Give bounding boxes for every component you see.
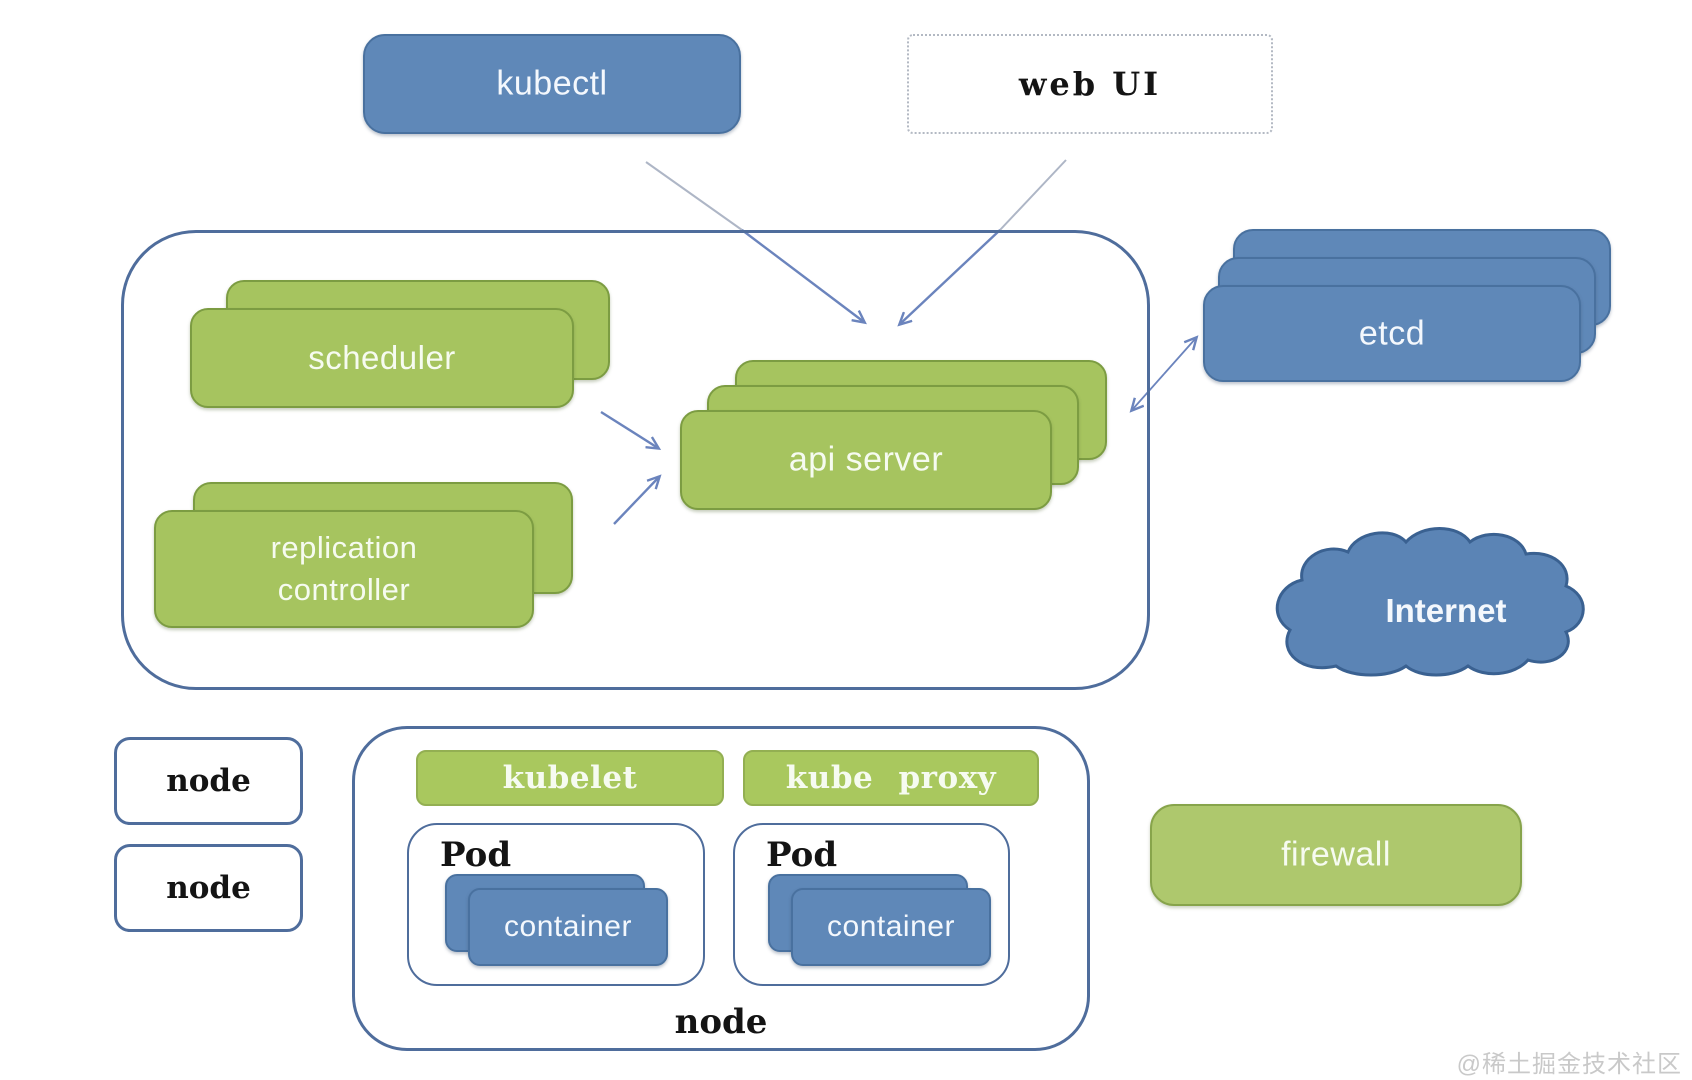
node-label-bottom: node xyxy=(674,1002,768,1042)
pod-label-1: Pod xyxy=(440,835,512,875)
api-server-label: api server xyxy=(788,440,944,479)
kube-proxy-label: kube proxy xyxy=(785,760,997,796)
container-label-2: container xyxy=(827,910,955,943)
arrow-kubectl-to-apiserver-upper xyxy=(645,161,743,231)
kubectl-label: kubectl xyxy=(496,64,608,103)
firewall-label: firewall xyxy=(1281,835,1391,874)
node-label-2: node xyxy=(166,870,251,906)
pod-label-2: Pod xyxy=(766,835,838,875)
container-box-2: container xyxy=(791,888,991,966)
etcd-label: etcd xyxy=(1358,314,1426,352)
kubectl-box: kubectl xyxy=(363,34,741,134)
api-server-box: api server xyxy=(680,410,1052,510)
firewall-box: firewall xyxy=(1150,804,1522,906)
pod-box-2 xyxy=(733,823,1010,986)
replication-controller-label: replication controller xyxy=(270,530,418,607)
container-label-1: container xyxy=(504,910,632,943)
etcd-box: etcd xyxy=(1203,285,1581,382)
kube-proxy-box: kube proxy xyxy=(743,750,1039,806)
arrow-apiserver-to-etcd xyxy=(1163,338,1196,375)
arrow-webui-to-apiserver-upper xyxy=(999,159,1067,231)
kubelet-label: kubelet xyxy=(502,760,638,796)
watermark: @稀土掘金技术社区 xyxy=(1456,1051,1682,1078)
replication-controller-box: replication controller xyxy=(154,510,534,628)
web-ui-box: web UI xyxy=(907,34,1273,134)
scheduler-label: scheduler xyxy=(308,339,456,376)
node-container xyxy=(352,726,1090,1051)
scheduler-box: scheduler xyxy=(190,308,574,408)
node-box-2: node xyxy=(114,844,303,932)
node-box-1: node xyxy=(114,737,303,825)
container-box-1: container xyxy=(468,888,668,966)
pod-box-1 xyxy=(407,823,705,986)
internet-label: Internet xyxy=(1385,592,1507,629)
node-label-1: node xyxy=(166,763,251,799)
master-container xyxy=(121,230,1150,690)
kubelet-box: kubelet xyxy=(416,750,724,806)
web-ui-label: web UI xyxy=(1018,65,1162,103)
